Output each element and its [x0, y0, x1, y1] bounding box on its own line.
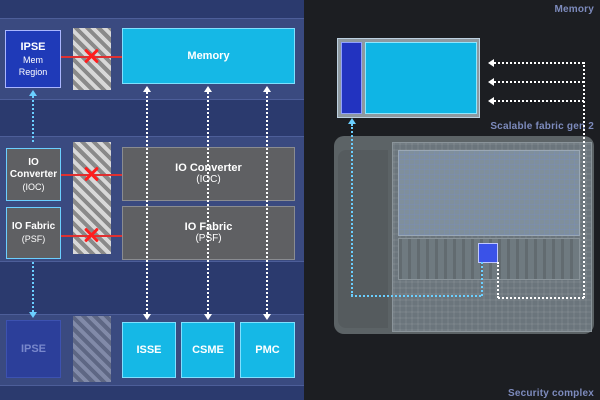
- blocked-x-icon: [84, 228, 98, 242]
- arrow-up-icon: [204, 86, 212, 92]
- memory-access-line: [494, 81, 584, 83]
- psf-line1: IO Fabric: [11, 221, 56, 232]
- bus-line-csme: [207, 92, 209, 318]
- csme-box: CSME: [181, 322, 235, 378]
- security-complex-highlight: [478, 243, 498, 263]
- arrow-left-icon: [488, 59, 494, 67]
- arrow-up-icon: [263, 86, 271, 92]
- arrow-down-icon: [204, 314, 212, 320]
- ipse-mem-region-box: IPSE Mem Region: [5, 30, 61, 88]
- die-core-block: [398, 150, 580, 236]
- memory-band-label: Memory: [554, 4, 594, 15]
- arrow-down-icon: [263, 314, 271, 320]
- arrow-up-icon: [348, 118, 356, 124]
- psf-box: IO Fabric (PSF): [6, 207, 61, 259]
- ipse-memory-path: [481, 262, 483, 296]
- arrow-down-icon: [29, 312, 37, 318]
- ipse-mem-line3: Region: [18, 66, 48, 77]
- memory-main-region: [365, 42, 477, 114]
- memory-box: Memory: [122, 28, 295, 84]
- ioc-line1: IO: [28, 156, 39, 168]
- ipse-memory-path: [351, 295, 481, 297]
- die-edge-region: [338, 150, 388, 328]
- ipse-box: IPSE: [6, 320, 61, 378]
- memory-ipse-region: [341, 42, 362, 114]
- arrow-left-icon: [488, 97, 494, 105]
- bus-line-pmc: [266, 92, 268, 318]
- arrow-down-icon: [143, 314, 151, 320]
- memory-access-line: [494, 100, 584, 102]
- pmc-box: PMC: [240, 322, 295, 378]
- security-bus-path: [583, 62, 585, 298]
- ipse-mem-line2: Mem: [23, 54, 43, 65]
- security-band-label: Security complex: [507, 388, 594, 399]
- ipse-path-segment: [32, 262, 34, 316]
- blocked-x-icon: [84, 49, 98, 63]
- blocked-x-icon: [84, 167, 98, 181]
- security-bus-path: [497, 262, 499, 298]
- ioc-line3: (IOC): [22, 181, 45, 192]
- ioc-box: IO Converter (IOC): [6, 148, 61, 201]
- ioc-line2: Converter: [9, 168, 58, 180]
- isse-box: ISSE: [122, 322, 176, 378]
- arrow-up-icon: [29, 90, 37, 96]
- ipse-mem-line1: IPSE: [20, 40, 46, 53]
- security-bus-path: [498, 297, 584, 299]
- isolation-barrier-security: [73, 316, 111, 382]
- ipse-memory-path: [351, 124, 353, 296]
- arrow-left-icon: [488, 78, 494, 86]
- arrow-up-icon: [143, 86, 151, 92]
- fabric-band-label: Scalable fabric gen 2: [490, 121, 594, 132]
- ipse-path-segment: [32, 96, 34, 142]
- memory-access-line: [494, 62, 584, 64]
- psf-line2: (PSF): [21, 234, 46, 244]
- bus-line-isse: [146, 92, 148, 318]
